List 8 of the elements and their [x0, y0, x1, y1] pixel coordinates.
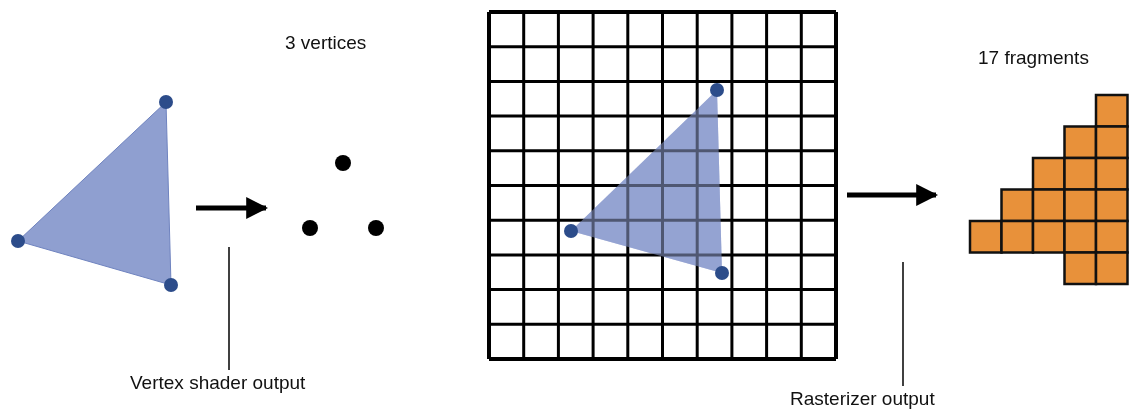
arrow	[196, 197, 269, 219]
leader-line	[228, 246, 230, 371]
count-label: 17 fragments	[978, 47, 1089, 69]
arrow	[847, 184, 939, 206]
stage-label: Vertex shader output	[130, 372, 306, 394]
stage-label: Rasterizer output	[790, 388, 935, 410]
count-label: 3 vertices	[285, 32, 367, 54]
leader-line	[902, 261, 904, 387]
